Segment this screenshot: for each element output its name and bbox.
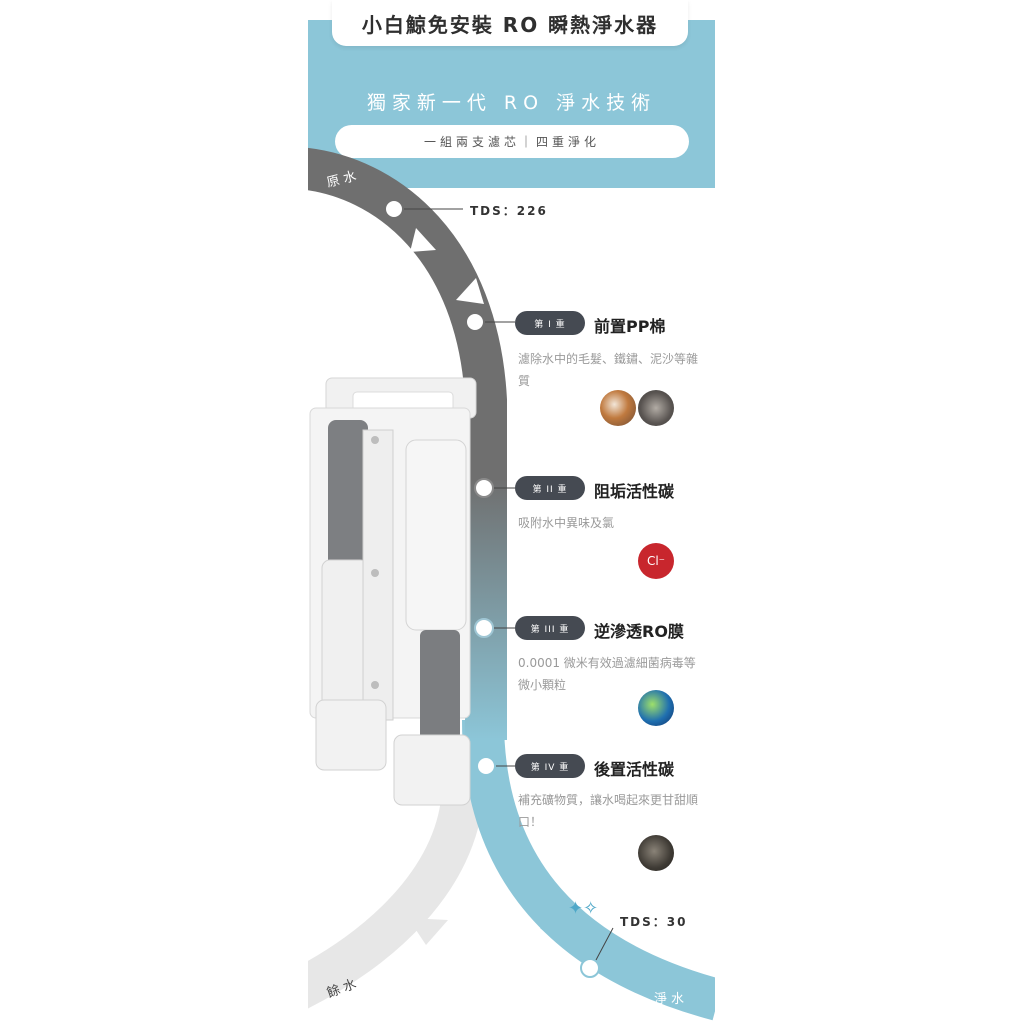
- rust-texture-icon: [600, 390, 636, 426]
- stage-4-title: 後置活性碳: [594, 760, 675, 779]
- stage-1-badge: 第 I 重: [515, 311, 585, 335]
- node-pure: [580, 958, 600, 978]
- flow-diagram: [308, 148, 715, 1021]
- raw-arrow-icon-2: [456, 278, 484, 304]
- filter-product-image: [309, 377, 477, 806]
- stage-1-desc: 濾除水中的毛髮、鐵鏽、泥沙等雜質: [518, 352, 699, 388]
- stage-3-badge: 第 III 重: [515, 616, 585, 640]
- pure-water-label: 淨水: [654, 992, 689, 1007]
- stage-3-title: 逆滲透RO膜: [594, 622, 684, 641]
- subtitle-pill: 一組兩支濾芯｜四重淨化: [335, 125, 689, 158]
- stage-4-desc: 補充礦物質，讓水喝起來更甘甜順口！: [518, 793, 699, 829]
- product-infographic: 獨家新一代 RO 淨水技術 一組兩支濾芯｜四重淨化 小白鯨免安裝 RO 瞬熱淨水…: [308, 0, 715, 1024]
- node-stage-4: [476, 756, 496, 776]
- stage-1-title: 前置PP棉: [594, 317, 666, 336]
- waste-arrow-icon: [408, 918, 448, 945]
- carbon-texture-icon: [638, 835, 674, 871]
- node-stage-1: [465, 312, 485, 332]
- tds-in: TDS：226: [470, 204, 548, 218]
- header-band: 獨家新一代 RO 淨水技術 一組兩支濾芯｜四重淨化: [308, 20, 715, 188]
- sediment-texture-icon: [638, 390, 674, 426]
- node-stage-2: [474, 478, 494, 498]
- headline: 獨家新一代 RO 淨水技術: [366, 92, 657, 114]
- waste-flow-arc: [308, 788, 484, 1009]
- raw-arrow-icon: [410, 228, 436, 252]
- stage-4-badge: 第 IV 重: [515, 754, 585, 778]
- stage-3-desc: 0.0001 微米有效過濾細菌病毒等微小顆粒: [518, 656, 696, 692]
- stage-2-title: 阻垢活性碳: [594, 482, 675, 501]
- page-title: 小白鯨免安裝 RO 瞬熱淨水器: [332, 0, 688, 46]
- tds-out: TDS：30: [620, 915, 688, 929]
- node-raw: [384, 199, 404, 219]
- bacteria-icon: [638, 690, 674, 726]
- sparkle-icon: ✦✧: [568, 898, 599, 919]
- node-stage-3: [474, 618, 494, 638]
- chlorine-icon: Cl⁻: [638, 543, 674, 579]
- pure-arrow-icon: [540, 918, 566, 948]
- stage-2-badge: 第 II 重: [515, 476, 585, 500]
- raw-flow-arc: [308, 148, 507, 560]
- flow-transition: [465, 480, 507, 740]
- pure-flow-arc: [462, 719, 715, 1021]
- stage-2-desc: 吸附水中異味及氯: [518, 516, 615, 530]
